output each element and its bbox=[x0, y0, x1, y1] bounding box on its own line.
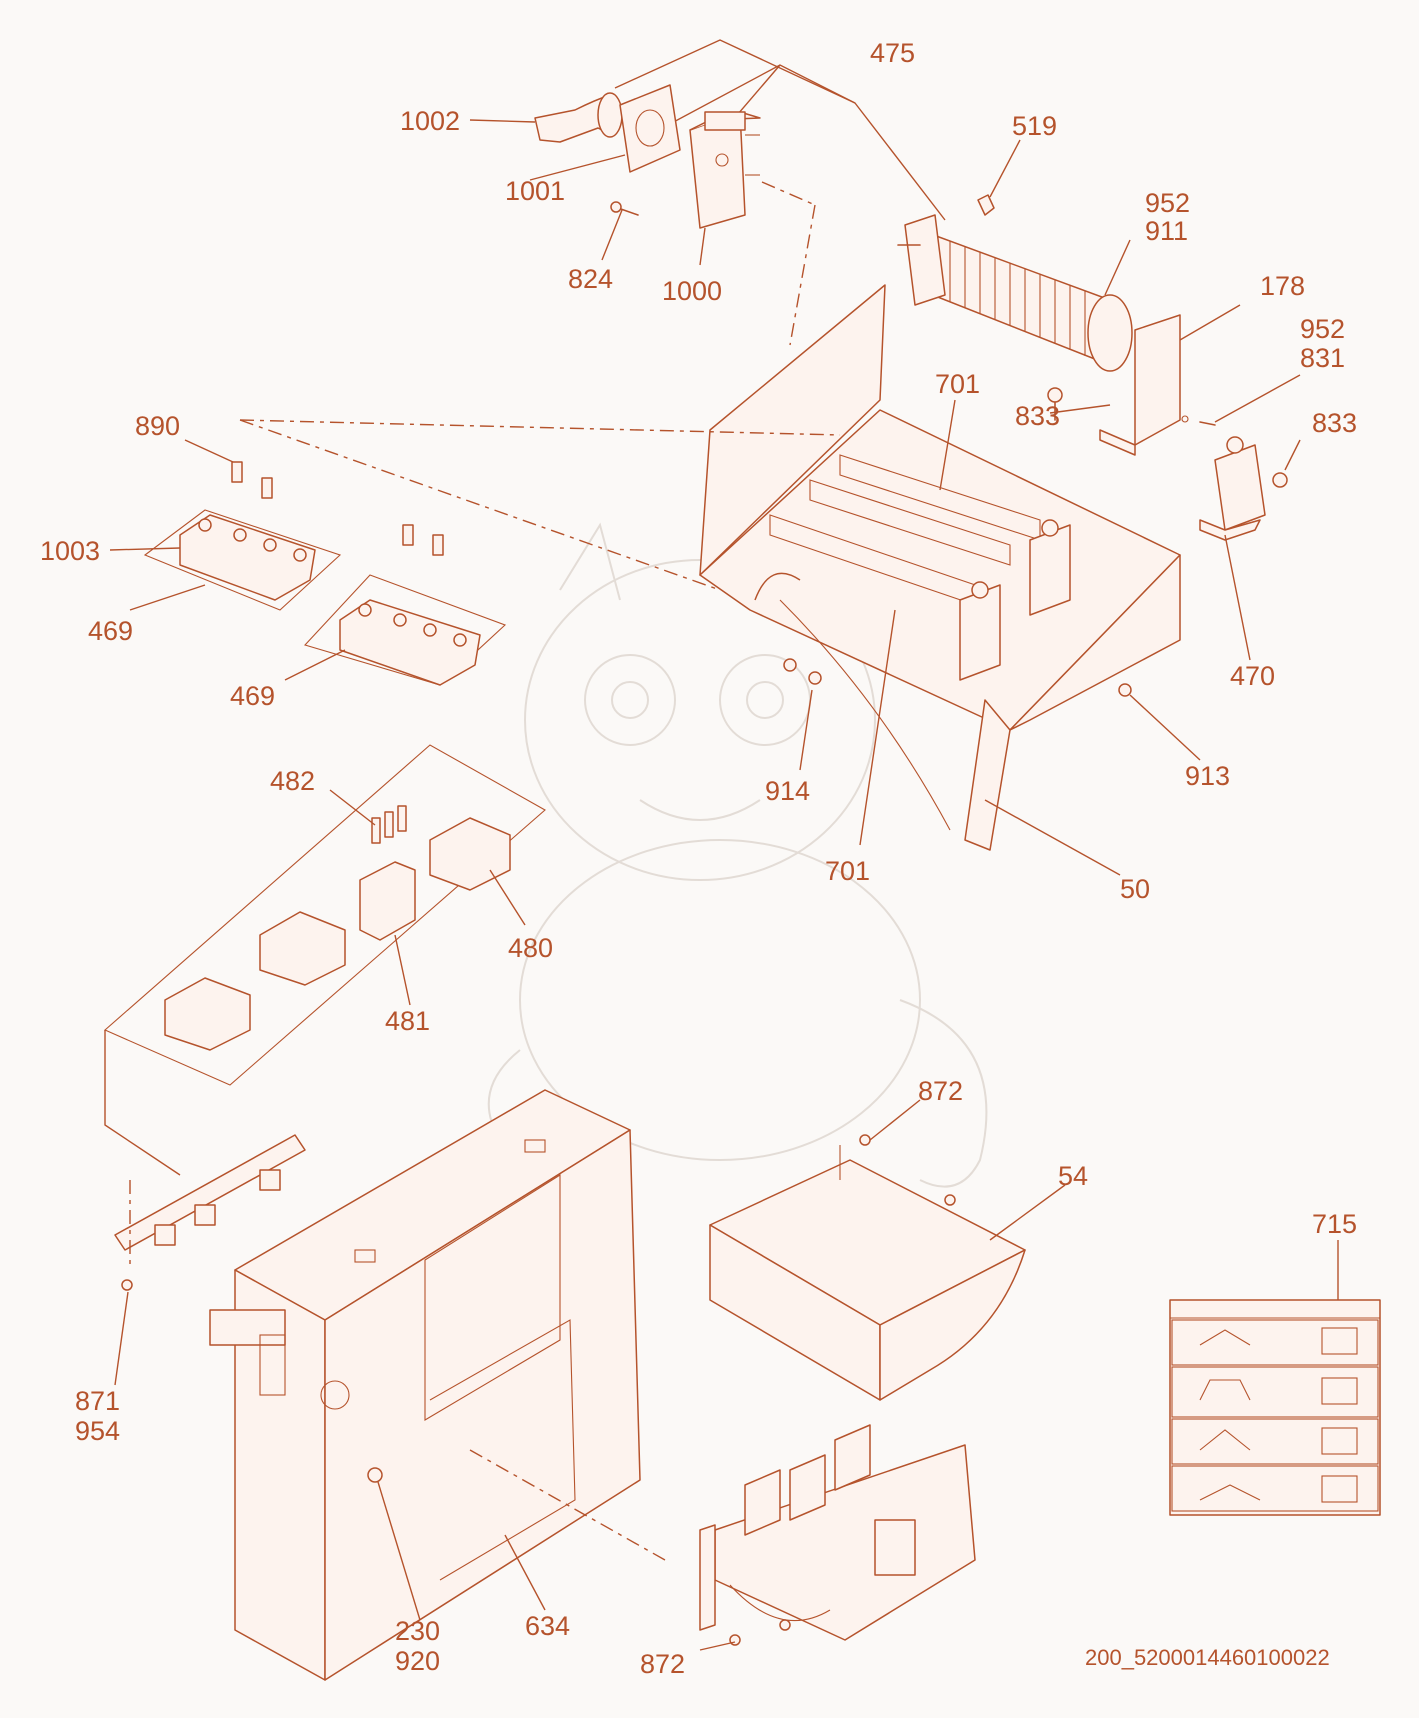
lower-assembly-872 bbox=[699, 1424, 976, 1646]
callout-701-b: 701 bbox=[825, 856, 870, 886]
screw-824 bbox=[610, 201, 639, 216]
leader-lines bbox=[109, 119, 1339, 1651]
callout-890: 890 bbox=[135, 411, 180, 441]
callout-701-a: 701 bbox=[935, 369, 980, 399]
callout-1003: 1003 bbox=[40, 536, 100, 566]
callout-824: 824 bbox=[568, 264, 613, 294]
cap-519 bbox=[977, 194, 995, 216]
callout-475: 475 bbox=[870, 38, 915, 68]
screw-831 bbox=[1181, 415, 1216, 426]
callout-482: 482 bbox=[270, 766, 315, 796]
screw-833-upper bbox=[1047, 387, 1063, 421]
rotary-drum-911 bbox=[897, 214, 1133, 372]
wiring-label-715 bbox=[1169, 1299, 1381, 1516]
callout-634: 634 bbox=[525, 1611, 570, 1641]
callout-952-b: 952 bbox=[1300, 314, 1345, 344]
callout-469-a: 469 bbox=[88, 616, 133, 646]
gasket-plate-1001 bbox=[619, 84, 681, 173]
callout-914: 914 bbox=[765, 776, 810, 806]
callout-54: 54 bbox=[1058, 1161, 1088, 1191]
cover-54 bbox=[709, 1134, 1026, 1401]
callout-920: 920 bbox=[395, 1646, 440, 1676]
callout-831: 831 bbox=[1300, 343, 1345, 373]
terminal-block-469-lower bbox=[303, 524, 507, 686]
din-rail-871 bbox=[114, 1134, 306, 1291]
callout-178: 178 bbox=[1260, 271, 1305, 301]
callout-50: 50 bbox=[1120, 874, 1150, 904]
callout-230: 230 bbox=[395, 1616, 440, 1646]
mounting-frame-50 bbox=[699, 284, 1181, 851]
callout-833-a: 833 bbox=[1015, 401, 1060, 431]
callout-872-a: 872 bbox=[918, 1076, 963, 1106]
callout-833-b: 833 bbox=[1312, 408, 1357, 438]
callout-871: 871 bbox=[75, 1386, 120, 1416]
callout-480: 480 bbox=[508, 933, 553, 963]
document-id: 200_5200014460100022 bbox=[1085, 1645, 1330, 1670]
enclosure-634 bbox=[209, 1089, 641, 1681]
callout-872-b: 872 bbox=[640, 1649, 685, 1679]
switch-body-1000 bbox=[689, 111, 761, 229]
callout-470: 470 bbox=[1230, 661, 1275, 691]
callout-1001: 1001 bbox=[505, 176, 565, 206]
callout-469-b: 469 bbox=[230, 681, 275, 711]
callout-952-a: 952 bbox=[1145, 188, 1190, 218]
callout-labels: 475 1002 519 1001 952 911 824 1000 178 9… bbox=[40, 38, 1357, 1679]
terminal-block-469-upper bbox=[143, 461, 342, 611]
callout-715: 715 bbox=[1312, 1209, 1357, 1239]
callout-911: 911 bbox=[1145, 216, 1188, 246]
callout-913: 913 bbox=[1185, 761, 1230, 791]
callout-519: 519 bbox=[1012, 111, 1057, 141]
callout-1002: 1002 bbox=[400, 106, 460, 136]
component-kit-480 bbox=[103, 744, 546, 1176]
handle-1002 bbox=[534, 92, 623, 143]
current-transformer-470 bbox=[1199, 436, 1288, 541]
bracket-178 bbox=[1099, 314, 1181, 456]
callout-481: 481 bbox=[385, 1006, 430, 1036]
callout-1000: 1000 bbox=[662, 276, 722, 306]
callout-954: 954 bbox=[75, 1416, 120, 1446]
